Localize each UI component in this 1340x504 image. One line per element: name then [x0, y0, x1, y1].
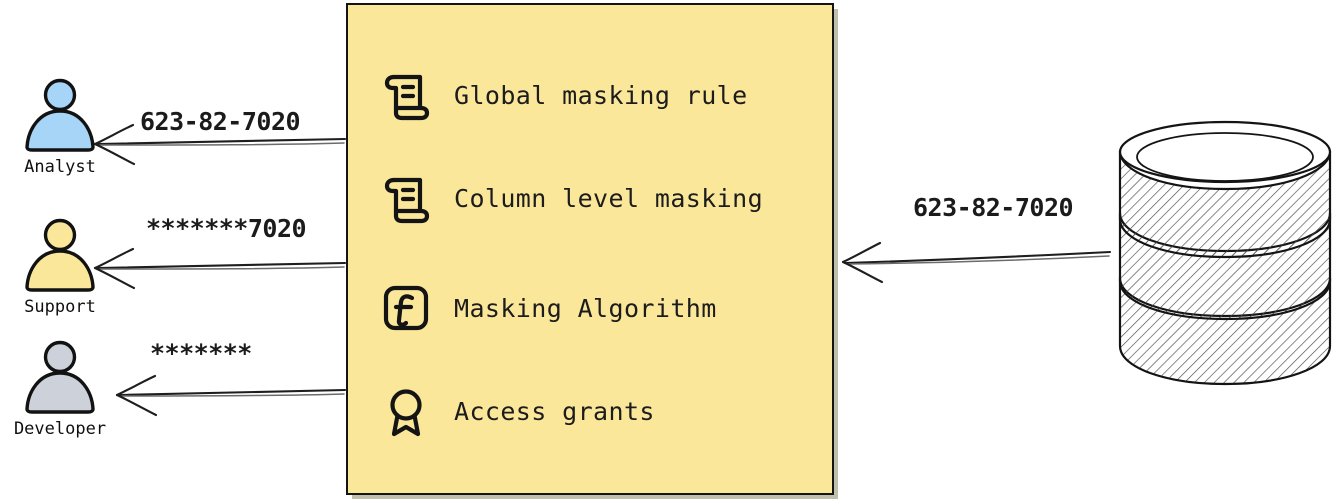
actor-analyst-label: Analyst	[24, 157, 96, 177]
panel-item-masking-algorithm[interactable]: Masking Algorithm	[380, 280, 717, 336]
panel-item-column-level-masking[interactable]: Column level masking	[380, 170, 763, 226]
actor-developer[interactable]: Developer	[0, 340, 125, 439]
award-icon	[390, 389, 422, 437]
arrow-database-to-panel	[841, 241, 1112, 284]
arrow-label-developer: *******	[150, 339, 252, 368]
panel-item-global-masking-rule[interactable]: Global masking rule	[380, 67, 748, 123]
actor-analyst[interactable]: Analyst	[0, 78, 125, 177]
actor-support[interactable]: Support	[0, 218, 125, 317]
arrow-label-support: *******7020	[146, 214, 307, 243]
person-icon	[25, 218, 95, 292]
scroll-icon	[384, 74, 430, 121]
panel-item-label: Access grants	[454, 396, 655, 426]
actor-support-label: Support	[24, 297, 96, 317]
panel-item-access-grants[interactable]: Access grants	[380, 383, 655, 439]
function-icon	[383, 285, 429, 331]
panel-item-label: Global masking rule	[454, 80, 748, 110]
arrow-panel-to-support	[93, 247, 347, 290]
masking-policy-panel: Global masking rule Column level masking…	[346, 3, 834, 495]
panel-item-label: Column level masking	[454, 183, 764, 213]
panel-item-label: Masking Algorithm	[454, 293, 717, 323]
database-cylinder-icon	[1118, 120, 1332, 386]
arrow-label-database: 623-82-7020	[913, 193, 1074, 222]
arrow-label-analyst: 623-82-7020	[140, 107, 301, 136]
person-icon	[25, 78, 95, 152]
scroll-icon	[384, 177, 430, 224]
arrow-panel-to-developer	[115, 374, 347, 417]
arrow-panel-to-analyst	[93, 123, 347, 166]
person-icon	[25, 340, 95, 414]
actor-developer-label: Developer	[13, 419, 107, 439]
